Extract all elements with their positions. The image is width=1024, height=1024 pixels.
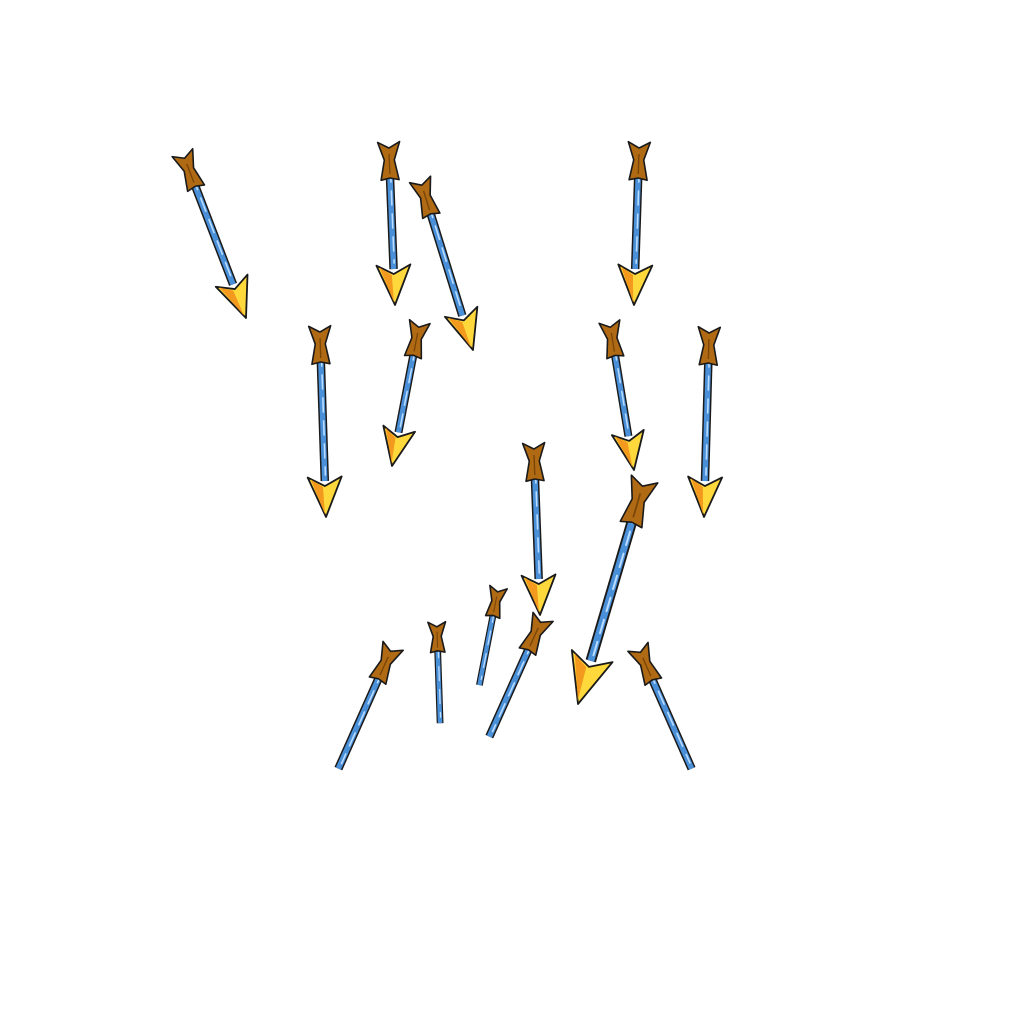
arrow	[476, 584, 508, 686]
arrow-shaft-highlight	[648, 669, 691, 764]
arrow-shaft-highlight	[399, 345, 417, 428]
arrow-shaft-highlight	[613, 345, 629, 431]
arrow-fletching-crease	[422, 190, 431, 211]
arrow-tip	[570, 649, 614, 705]
arrow-fletching	[521, 441, 546, 483]
arrow	[382, 318, 431, 467]
arrow-shaft-highlight	[480, 607, 496, 681]
arrow-tip-shade	[385, 428, 396, 464]
arrow-tip	[382, 424, 416, 467]
arrow	[520, 441, 557, 616]
arrow-shaft	[531, 464, 542, 580]
arrow-shaft-highlight	[427, 203, 463, 311]
arrow-fletching	[171, 147, 206, 193]
arrow-fletching-crease	[707, 338, 710, 360]
arrow-fletching-crease	[436, 631, 439, 648]
arrow-shaft-highlight	[320, 351, 327, 476]
arrow-fletching	[484, 584, 508, 620]
arrow	[334, 640, 404, 771]
arrow-shaft	[486, 635, 537, 738]
arrow-fletching-crease	[186, 163, 195, 183]
arrow-fletching-crease	[413, 332, 419, 352]
arrow-fletching	[598, 319, 625, 360]
arrow-shaft-highlight	[491, 640, 534, 733]
arrow-shaft	[610, 341, 631, 437]
arrow-shaft-highlight	[437, 642, 442, 718]
arrow-fletching	[408, 175, 441, 220]
arrow-fletching-crease	[319, 337, 322, 359]
arrow-fletching-crease	[388, 153, 391, 175]
arrow-shaft-highlight	[705, 352, 711, 476]
arrow	[617, 140, 654, 306]
arrow	[598, 319, 645, 471]
arrow-fletching-crease	[529, 627, 539, 647]
arrow-shaft-highlight	[635, 167, 641, 264]
arrow-fletching	[403, 318, 431, 360]
arrow-fletching	[619, 474, 659, 529]
arrow-tip	[687, 475, 724, 518]
arrow	[687, 325, 724, 518]
arrow-tip	[214, 273, 249, 319]
arrow-shaft	[644, 665, 695, 770]
arrow	[375, 140, 412, 306]
arrow-fletching-crease	[493, 596, 498, 613]
arrow-shaft-highlight	[534, 468, 541, 574]
arrow-fletching	[376, 140, 401, 182]
arrow-shaft	[435, 639, 443, 724]
arrow-fletching-crease	[533, 454, 536, 476]
arrow-shaft	[335, 664, 387, 770]
arrow-fletching-crease	[610, 332, 616, 352]
arrow-shaft-highlight	[389, 167, 395, 264]
arrow	[627, 641, 696, 771]
arrow-fletching-crease	[642, 657, 652, 677]
arrow-fletching-crease	[379, 656, 389, 676]
arrow	[306, 324, 343, 518]
arrow-shaft-highlight	[592, 508, 638, 657]
arrow-tip	[610, 428, 645, 471]
arrow-tip-shade	[574, 653, 587, 701]
arrow-shaft	[587, 504, 641, 662]
arrow-fletching-crease	[632, 493, 642, 518]
arrow-fletching-crease	[637, 153, 640, 175]
arrow	[570, 474, 659, 705]
arrow-shaft-highlight	[191, 175, 233, 280]
arrow	[171, 147, 249, 319]
arrow-shaft	[702, 348, 712, 482]
arrow	[427, 620, 447, 724]
arrow-tip	[444, 305, 479, 351]
arrow-shaft	[317, 347, 328, 482]
arrow-shaft	[477, 603, 498, 686]
arrow-shaft	[386, 163, 397, 270]
arrow-tip	[617, 263, 654, 306]
arrow-shaft-highlight	[340, 669, 385, 765]
arrow	[485, 611, 554, 739]
arrow	[408, 175, 479, 351]
